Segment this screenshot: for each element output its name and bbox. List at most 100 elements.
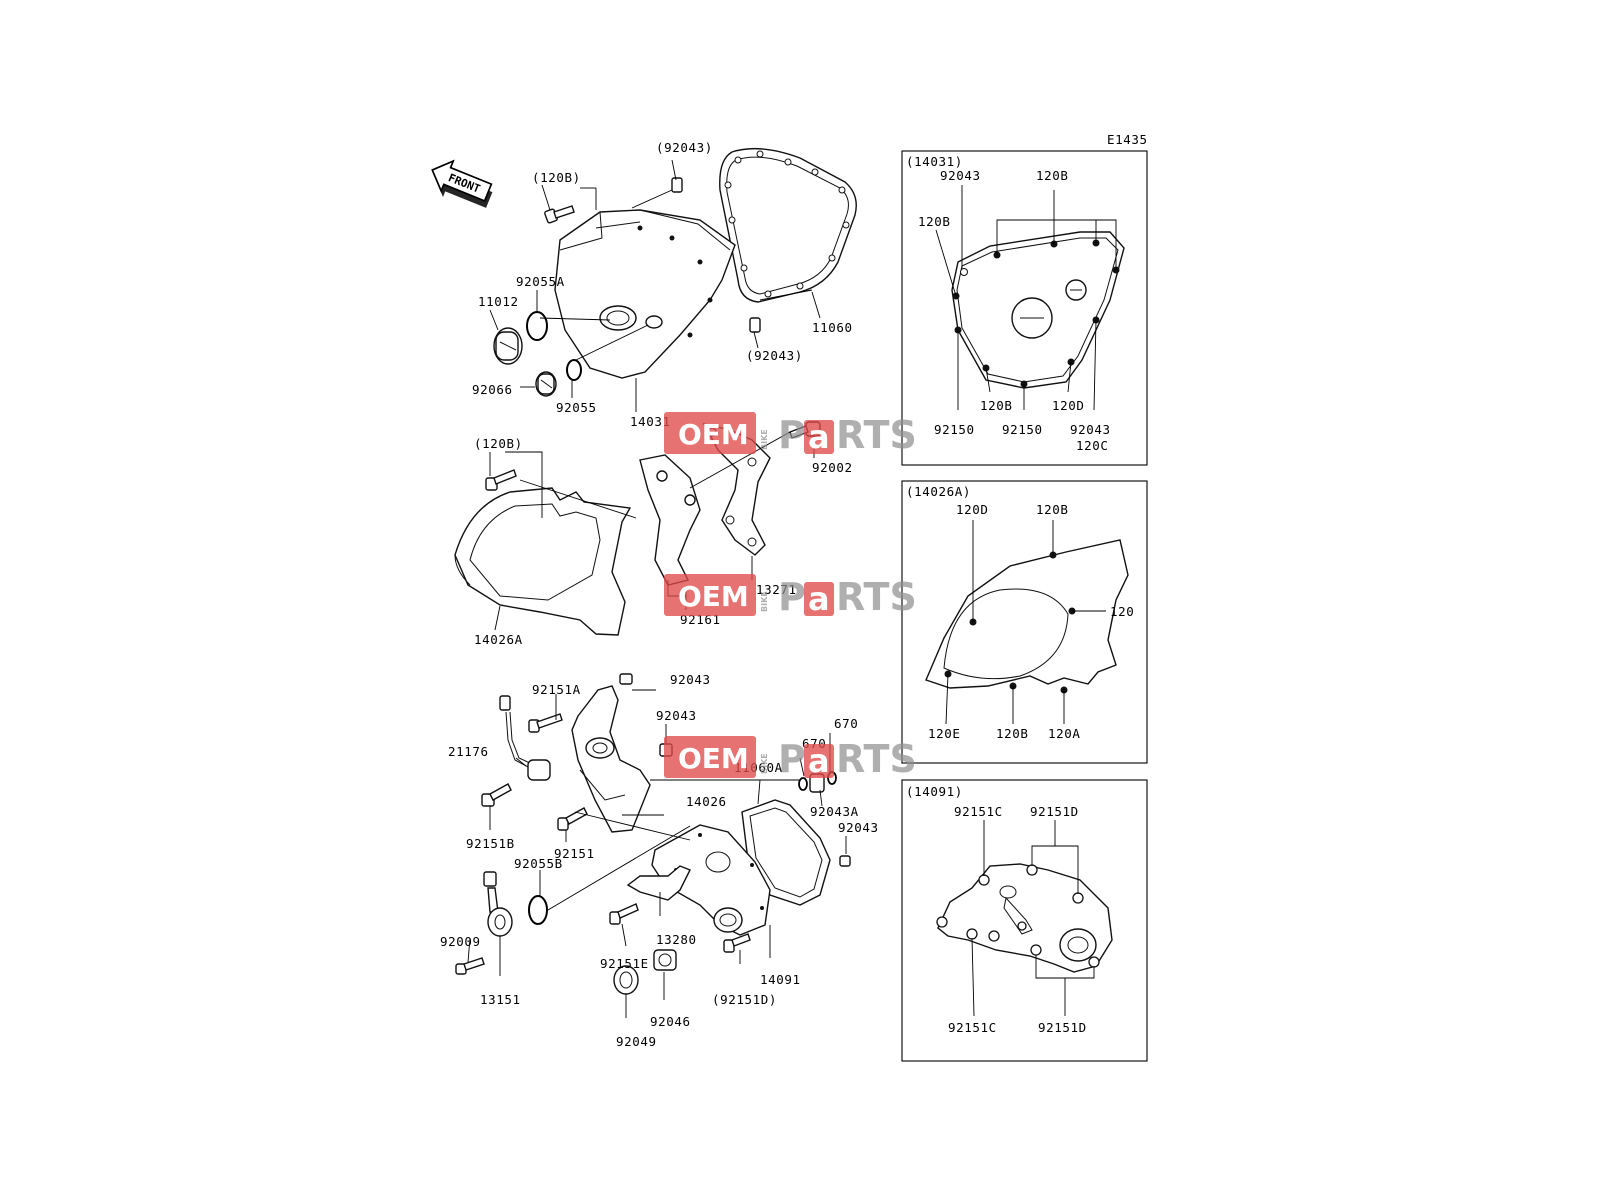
inset-14031-title: (14031): [906, 154, 963, 169]
label-92151D-paren: (92151D): [712, 992, 777, 1007]
inset-14031-label-0: 92043: [940, 168, 981, 183]
part-labels: (120B) (92043) 92055A 11012 92066 92055 …: [440, 140, 879, 1049]
cover-14031: [554, 209, 736, 379]
watermark-bike-2: BIKE: [760, 591, 769, 612]
inset-14031-label-6: 120D: [1052, 398, 1085, 413]
bolt-92151E: [609, 903, 639, 925]
bolt-92151D-paren: [723, 933, 751, 953]
inset-14031-label-2: 120B: [918, 214, 951, 229]
label-13151: 13151: [480, 992, 521, 1007]
label-13271: 13271: [756, 582, 797, 597]
inset-14031-label-4: 120B: [980, 398, 1013, 413]
label-14026A: 14026A: [474, 632, 523, 647]
watermark-oem: OEM: [678, 418, 749, 451]
label-92043-b: 92043: [656, 708, 697, 723]
watermark-bike-3: BIKE: [760, 753, 769, 774]
oring-670-a: [798, 777, 808, 791]
bolt-120B-top: [544, 205, 575, 224]
label-670-a: 670: [834, 716, 858, 731]
gasket-11060: [719, 147, 857, 303]
seal-92049: [613, 965, 639, 995]
inset-14026A-label-1: 120B: [1036, 502, 1069, 517]
label-120B-mid: (120B): [474, 436, 523, 451]
dowel-92043-b1: [619, 673, 633, 685]
label-21176: 21176: [448, 744, 489, 759]
inset-14031: (14031) 92043 120B 120B 92150 120B 92150…: [901, 150, 1148, 466]
label-92043-c: 92043: [838, 820, 879, 835]
inset-14091-label-3: 92151D: [1038, 1020, 1087, 1035]
bolt-92151: [557, 807, 588, 831]
inset-14026A-label-0: 120D: [956, 502, 989, 517]
dowel-92043-c: [839, 855, 851, 867]
inset-14026A: (14026A) 120D 120B 120 120E 120B 120A: [901, 480, 1148, 764]
watermark-rts-3: RTS: [836, 737, 917, 781]
screw-92009: [455, 957, 485, 975]
bolt-92151A: [528, 713, 563, 733]
watermark-a: a: [808, 418, 830, 456]
inset-14031-label-1: 120B: [1036, 168, 1069, 183]
watermark-p-3: P: [778, 737, 806, 781]
watermark-oem-3: OEM: [678, 742, 749, 775]
clutch-cover-group: [489, 147, 857, 412]
inset-14091-label-2: 92151C: [948, 1020, 997, 1035]
label-92046: 92046: [650, 1014, 691, 1029]
watermark-oem-2: OEM: [678, 580, 749, 613]
watermark-a-2: a: [808, 580, 830, 618]
front-arrow-icon: FRONT: [431, 159, 493, 208]
bolt-120B-mid: [485, 469, 517, 491]
inset-14091: (14091) 92151C 92151D 92151C 92151D: [901, 779, 1148, 1062]
watermark-p: P: [778, 413, 806, 457]
label-92151: 92151: [554, 846, 595, 861]
inset-14031-label-7: 92043: [1070, 422, 1111, 437]
watermark-3: OEM BIKE P a RTS: [664, 736, 917, 781]
label-11012: 11012: [478, 294, 519, 309]
watermark-1: OEM BIKE P a RTS: [664, 412, 917, 457]
bolt-92151B: [481, 783, 512, 807]
lever-13280: [626, 865, 691, 901]
oring-92055: [566, 359, 582, 381]
label-92043-top: (92043): [656, 140, 713, 155]
label-92043A: 92043A: [810, 804, 859, 819]
inset-14026A-label-4: 120B: [996, 726, 1029, 741]
inset-14026A-label-5: 120A: [1048, 726, 1081, 741]
watermark-rts: RTS: [836, 413, 917, 457]
label-92151B: 92151B: [466, 836, 515, 851]
inset-14031-label-3: 92150: [934, 422, 975, 437]
inset-14026A-label-3: 120E: [928, 726, 961, 741]
label-92009: 92009: [440, 934, 481, 949]
inset-14091-label-1: 92151D: [1030, 804, 1079, 819]
housing-14026: [571, 685, 651, 833]
inset-14091-label-0: 92151C: [954, 804, 1003, 819]
dowel-92043-mid: [749, 317, 761, 333]
label-92049: 92049: [616, 1034, 657, 1049]
label-92055A: 92055A: [516, 274, 565, 289]
plug-11012: [493, 327, 523, 365]
label-92055B: 92055B: [514, 856, 563, 871]
label-92043-a: 92043: [670, 672, 711, 687]
inset-14091-title: (14091): [906, 784, 963, 799]
watermark-bike: BIKE: [760, 429, 769, 450]
watermark-2: OEM BIKE P a RTS: [664, 574, 917, 619]
oil-pump-cover-group: [455, 673, 851, 1018]
label-92055: 92055: [556, 400, 597, 415]
oring-92055A: [526, 311, 548, 341]
label-92151E: 92151E: [600, 956, 649, 971]
plug-92066: [535, 371, 557, 397]
inset-14031-label-5: 92150: [1002, 422, 1043, 437]
cover-14026A: [454, 487, 632, 636]
sensor-21176: [499, 695, 551, 781]
label-92043-mid: (92043): [746, 348, 803, 363]
label-92002: 92002: [812, 460, 853, 475]
bracket-92161: [639, 454, 701, 586]
sensor-13151: [483, 871, 513, 937]
inset-14026A-label-2: 120: [1110, 604, 1134, 619]
watermark-a-3: a: [808, 742, 830, 780]
watermark-p-2: P: [778, 575, 806, 619]
label-14031: 14031: [630, 414, 671, 429]
label-11060: 11060: [812, 320, 853, 335]
label-13280: 13280: [656, 932, 697, 947]
oring-92055B: [528, 895, 548, 925]
inset-14026A-title: (14026A): [906, 484, 971, 499]
watermark-rts-2: RTS: [836, 575, 917, 619]
